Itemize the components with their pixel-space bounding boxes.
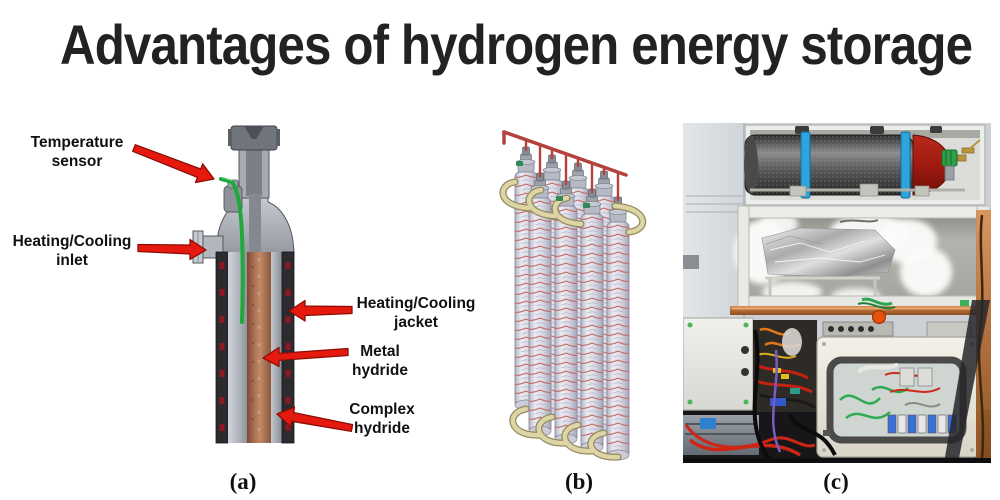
tank-inner-bore [249,194,261,256]
arrow-metal-hydride [262,346,349,368]
green-wires [857,297,896,310]
manifold-pipe [502,130,628,202]
label-temperature-sensor: Temperature sensor [30,134,124,170]
arrow-temperature-sensor [132,144,215,184]
left-enclosure [683,317,754,411]
arrow-complex-hydride [276,406,354,433]
label-metal-hydride: Metal hydride [352,343,408,379]
blue-connector [700,418,716,429]
u-tubes-bottom [509,405,622,461]
temperature-sensor-probe [219,176,245,324]
arrow-inlet [137,238,207,261]
copper-pipe [730,306,978,315]
cylinder-straps [800,131,911,199]
wire-compartment [753,320,817,412]
label-complex-hydride: Complex hydride [349,401,415,437]
hydride-tank-diagram [132,125,354,444]
cabinet-wiring [839,363,957,434]
tube-bundle-diagram [499,130,647,461]
gas-cylinder [744,131,981,199]
metal-hydride-core [247,252,271,443]
test-rig-photo [683,123,991,463]
caption-c: (c) [823,469,849,494]
valve-knob [941,149,958,181]
foil-wrapped-reactor [761,227,896,278]
insulation-bay [734,212,983,304]
arrow-jacket [288,299,353,322]
label-heating-cooling-inlet: Heating/Cooling inlet [12,233,132,269]
jacket-right [281,251,295,444]
button-panel [822,309,894,337]
label-heating-cooling-jacket: Heating/Cooling jacket [356,295,476,331]
brass-fittings [957,139,981,162]
caption-b: (b) [564,469,594,494]
callout-arrows [132,144,354,433]
loose-cables [684,329,837,462]
copper-column [944,210,991,463]
emergency-stop-button [871,309,887,325]
caption-a: (a) [229,469,257,494]
annulus-right [271,252,282,443]
jacket-left [215,251,229,444]
valve-clamps [516,161,590,208]
page-title: Advantages of hydrogen energy storage [60,13,973,76]
tank-top-fitting [223,125,280,213]
control-cabinet [816,336,981,458]
